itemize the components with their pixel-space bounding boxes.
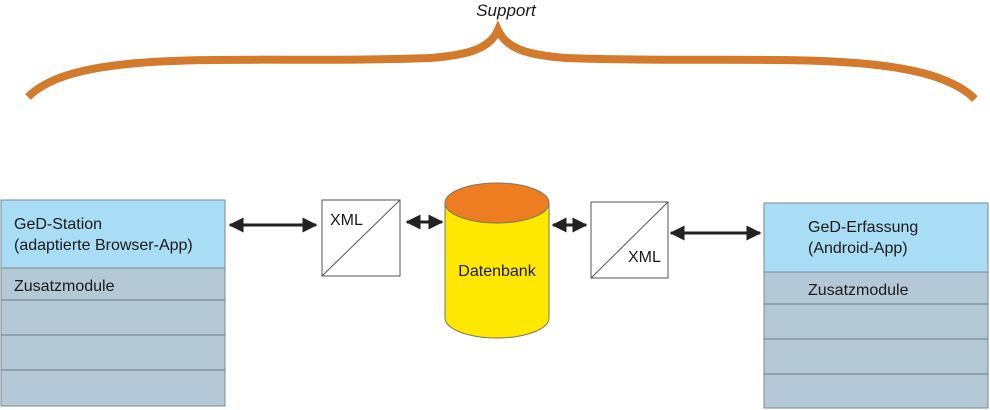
database-cylinder: Datenbank [444, 182, 550, 339]
left-modules-panel [0, 267, 226, 407]
left-xml-diagonal [321, 199, 401, 277]
support-label: Support [476, 1, 537, 20]
right-modules-panel [763, 271, 989, 409]
left-system: GeD-Station (adaptierte Browser-App) Zus… [0, 199, 226, 407]
right-xml-label: XML [628, 249, 661, 266]
left-xml-label: XML [330, 212, 363, 229]
left-system-subtitle: (adaptierte Browser-App) [14, 237, 193, 254]
right-system: GeD-Erfassung (Android-App) Zusatzmodule [763, 202, 989, 409]
left-system-title: GeD-Station [14, 216, 102, 233]
right-system-header [763, 202, 989, 273]
support-brace [25, 20, 978, 102]
left-system-header [0, 199, 226, 269]
right-xml-box: XML [590, 201, 669, 279]
right-modules-label: Zusatzmodule [808, 282, 909, 299]
database-label: Datenbank [458, 263, 536, 280]
right-system-subtitle: (Android-App) [808, 240, 908, 257]
right-system-title: GeD-Erfassung [808, 219, 918, 236]
left-modules-label: Zusatzmodule [14, 278, 115, 295]
right-xml-diagonal [590, 201, 669, 279]
left-xml-box: XML [321, 199, 401, 277]
database-body [444, 202, 550, 339]
database-top [444, 182, 550, 224]
